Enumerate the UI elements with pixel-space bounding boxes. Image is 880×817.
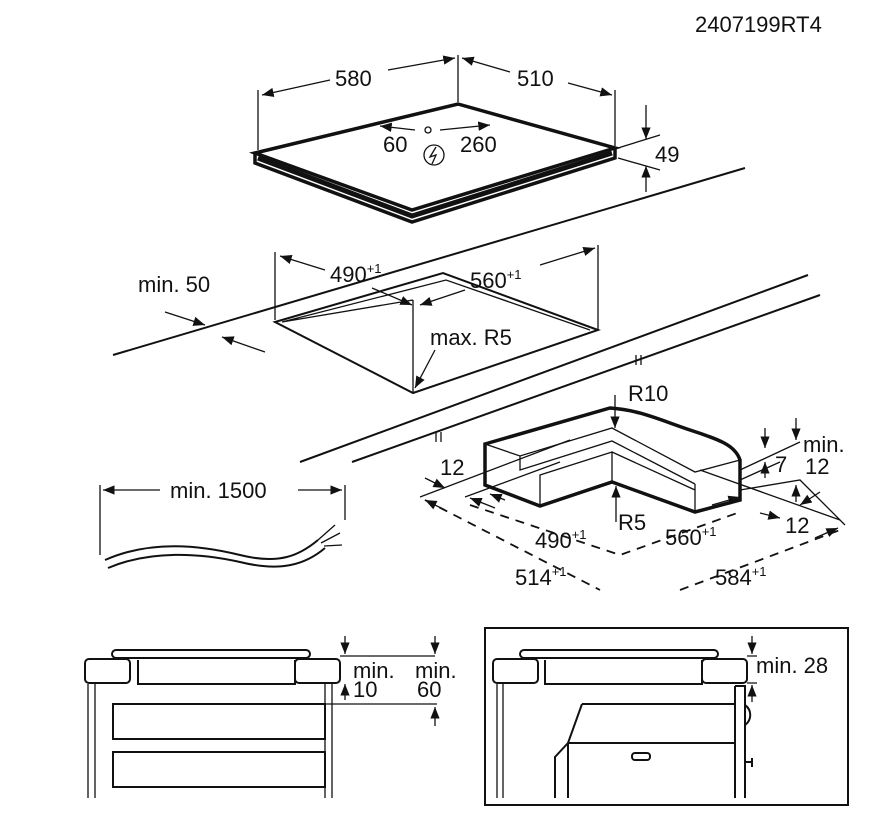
frame-min-label: min. [803, 432, 845, 457]
side-view-oven: min. 28 [484, 627, 849, 806]
frame-min-value: 12 [805, 454, 829, 479]
inner-radius-label: R5 [618, 510, 646, 535]
lightning-circle-icon [423, 144, 445, 166]
cutout-width-label: 560+1 [470, 267, 522, 293]
corner-radius-label: max. R5 [430, 325, 512, 350]
frame-right-edge-label: 12 [785, 513, 809, 538]
conn-right-label: 260 [460, 132, 497, 157]
hob-height-label: 49 [655, 142, 679, 167]
hob-depth-label: 510 [517, 66, 554, 91]
cable-length-label: min. 1500 [170, 478, 267, 503]
frame-outer-width-label: 584+1 [715, 564, 767, 590]
hob-width-label: 580 [335, 66, 372, 91]
min-front-distance-label: min. 50 [138, 272, 210, 297]
frame-height-label: 7 [775, 452, 787, 477]
outer-radius-label: R10 [628, 381, 668, 406]
min-28-label: min. 28 [756, 653, 828, 678]
min-label-10: min. [353, 658, 395, 683]
min-label-60: min. [415, 658, 457, 683]
frame-inner-width-label: 560+1 [665, 524, 717, 550]
min-value-10: 10 [353, 677, 377, 702]
frame-detail-drawing: R10 R5 12 490+1 560+1 514+1 584+1 7 min.… [419, 381, 846, 591]
frame-inner-depth-label: 490+1 [535, 527, 587, 553]
document-id: 2407199RT4 [695, 12, 822, 37]
cutout-depth-label: 490+1 [330, 261, 382, 287]
cable-drawing: min. 1500 [99, 478, 346, 569]
frame-left-edge-label: 12 [440, 455, 464, 480]
min-value-60: 60 [417, 677, 441, 702]
conn-left-label: 60 [383, 132, 407, 157]
hob-drawing: 580 510 60 260 49 [248, 55, 679, 224]
side-view-drawer: min. 10 min. 60 [84, 636, 457, 798]
frame-outer-depth-label: 514+1 [515, 564, 567, 590]
cutout-drawing: 490+1 560+1 min. 50 max. R5 [112, 167, 821, 463]
